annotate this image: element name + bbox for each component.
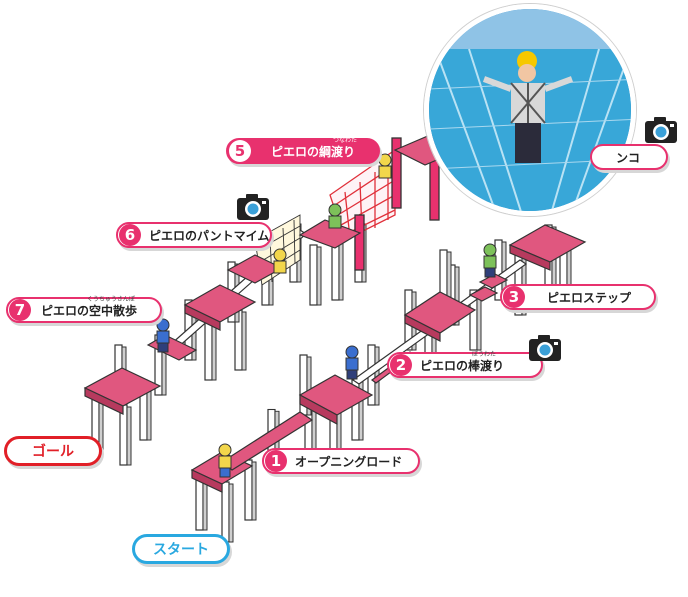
station-name: ピエロステップ	[547, 290, 632, 305]
station-number: 7	[9, 299, 31, 321]
camera-icon[interactable]	[236, 193, 270, 221]
station-name-wrap: ぼうわた ピエロの棒渡り	[420, 351, 505, 374]
station-number: 5	[229, 140, 251, 162]
station-number: 3	[503, 286, 525, 308]
attraction-photo	[424, 4, 636, 216]
station-6-label[interactable]: 6 ピエロのパントマイム	[116, 222, 272, 248]
station-name: ンコ	[616, 150, 641, 165]
station-5-label[interactable]: 5 つなわた ピエロの綱渡り	[226, 137, 380, 164]
camera-icon[interactable]	[644, 116, 678, 144]
station-ruby: つなわた	[333, 136, 358, 144]
station-name: ピエロのパントマイム	[149, 228, 270, 243]
station-name: ピエロの綱渡り	[271, 144, 356, 159]
child-figures	[156, 153, 497, 478]
station-number: 2	[390, 354, 412, 376]
station-4-label[interactable]: ンコ	[590, 144, 668, 170]
station-3-label[interactable]: 3 ピエロステップ	[500, 284, 656, 310]
station-7-label[interactable]: 7 くうちゅうさんぽ ピエロの空中散歩	[6, 296, 162, 323]
station-ruby: くうちゅうさんぽ	[87, 295, 135, 303]
station-number: 1	[265, 450, 287, 472]
photo-image	[429, 9, 631, 211]
station-number: 6	[119, 224, 141, 246]
camera-icon[interactable]	[528, 334, 562, 362]
station-1-label[interactable]: 1 オープニングロード	[262, 448, 420, 474]
station-name: ピエロの空中散歩	[41, 303, 138, 318]
station-2-label[interactable]: 2 ぼうわた ピエロの棒渡り	[387, 351, 543, 378]
platform-decks	[83, 134, 587, 493]
station-ruby: ぼうわた	[472, 350, 497, 358]
goal-label[interactable]: ゴール	[4, 436, 102, 466]
station-name: オープニングロード	[295, 454, 403, 469]
station-name: ピエロの棒渡り	[420, 358, 505, 373]
start-label[interactable]: スタート	[132, 534, 230, 564]
station-name-wrap: つなわた ピエロの綱渡り	[271, 137, 357, 160]
station-name-wrap: くうちゅうさんぽ ピエロの空中散歩	[41, 296, 138, 319]
